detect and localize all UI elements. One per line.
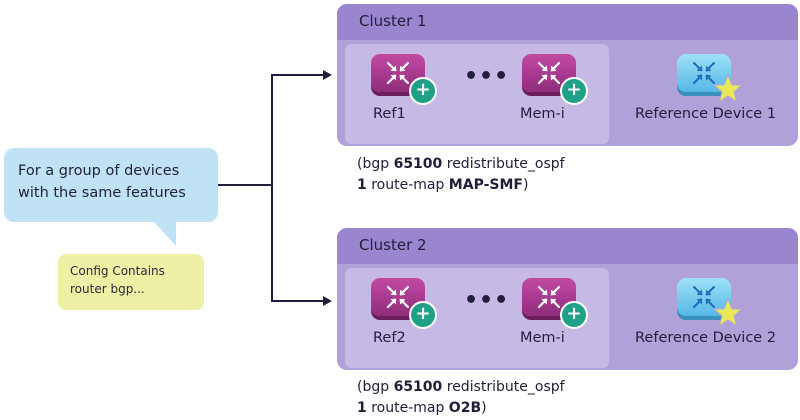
router-icon	[692, 285, 716, 309]
router-icon	[692, 61, 716, 85]
device-label-reference-2: Reference Device 2	[635, 330, 777, 346]
router-icon	[537, 61, 561, 85]
device-label-ref1: Ref1	[373, 106, 406, 122]
cluster-header: Cluster 2	[337, 228, 798, 264]
cluster-2: Cluster 2 + Ref2 ••• + Mem-i	[337, 228, 798, 370]
device-label-reference-1: Reference Device 1	[635, 106, 777, 122]
arrow-right-icon	[323, 70, 332, 80]
config-line-2: 1 route-map MAP-SMF)	[357, 177, 529, 193]
cluster-header: Cluster 1	[337, 4, 798, 40]
cluster-1: Cluster 1 + Ref1 ••• + Mem-i	[337, 4, 798, 146]
config-line-1: (bgp 65100 redistribute_ospf	[357, 379, 565, 395]
bubble-tail	[154, 222, 176, 246]
config-note-line2: router bgp...	[70, 282, 145, 296]
connector-stem	[218, 184, 272, 186]
connector-spine	[271, 74, 273, 300]
arrow-right-icon	[323, 296, 332, 306]
config-note-bubble: Config Contains router bgp...	[58, 254, 204, 310]
device-label-mem-i: Mem-i	[520, 106, 565, 122]
config-note-line1: Config Contains	[70, 264, 165, 278]
cluster-title: Cluster 1	[359, 12, 427, 30]
group-note-line1: For a group of devices	[18, 163, 180, 179]
plus-icon: +	[409, 301, 437, 329]
plus-icon: +	[560, 77, 588, 105]
group-note-bubble: For a group of devices with the same fea…	[4, 148, 218, 246]
config-line-1: (bgp 65100 redistribute_ospf	[357, 156, 565, 172]
ellipsis: •••	[464, 288, 510, 313]
ellipsis: •••	[464, 64, 510, 89]
connector-to-cluster-2	[271, 300, 325, 302]
plus-icon: +	[409, 77, 437, 105]
cluster-1-config: (bgp 65100 redistribute_ospf 1 route-map…	[357, 154, 565, 196]
router-icon	[386, 285, 410, 309]
connector-to-cluster-1	[271, 74, 325, 76]
device-label-ref2: Ref2	[373, 330, 406, 346]
router-icon	[537, 285, 561, 309]
cluster-title: Cluster 2	[359, 236, 427, 254]
group-note-line2: with the same features	[18, 185, 186, 201]
plus-icon: +	[560, 301, 588, 329]
config-line-2: 1 route-map O2B)	[357, 400, 487, 416]
star-icon	[713, 74, 743, 104]
cluster-2-config: (bgp 65100 redistribute_ospf 1 route-map…	[357, 377, 565, 419]
device-label-mem-i: Mem-i	[520, 330, 565, 346]
router-icon	[386, 61, 410, 85]
star-icon	[713, 298, 743, 328]
